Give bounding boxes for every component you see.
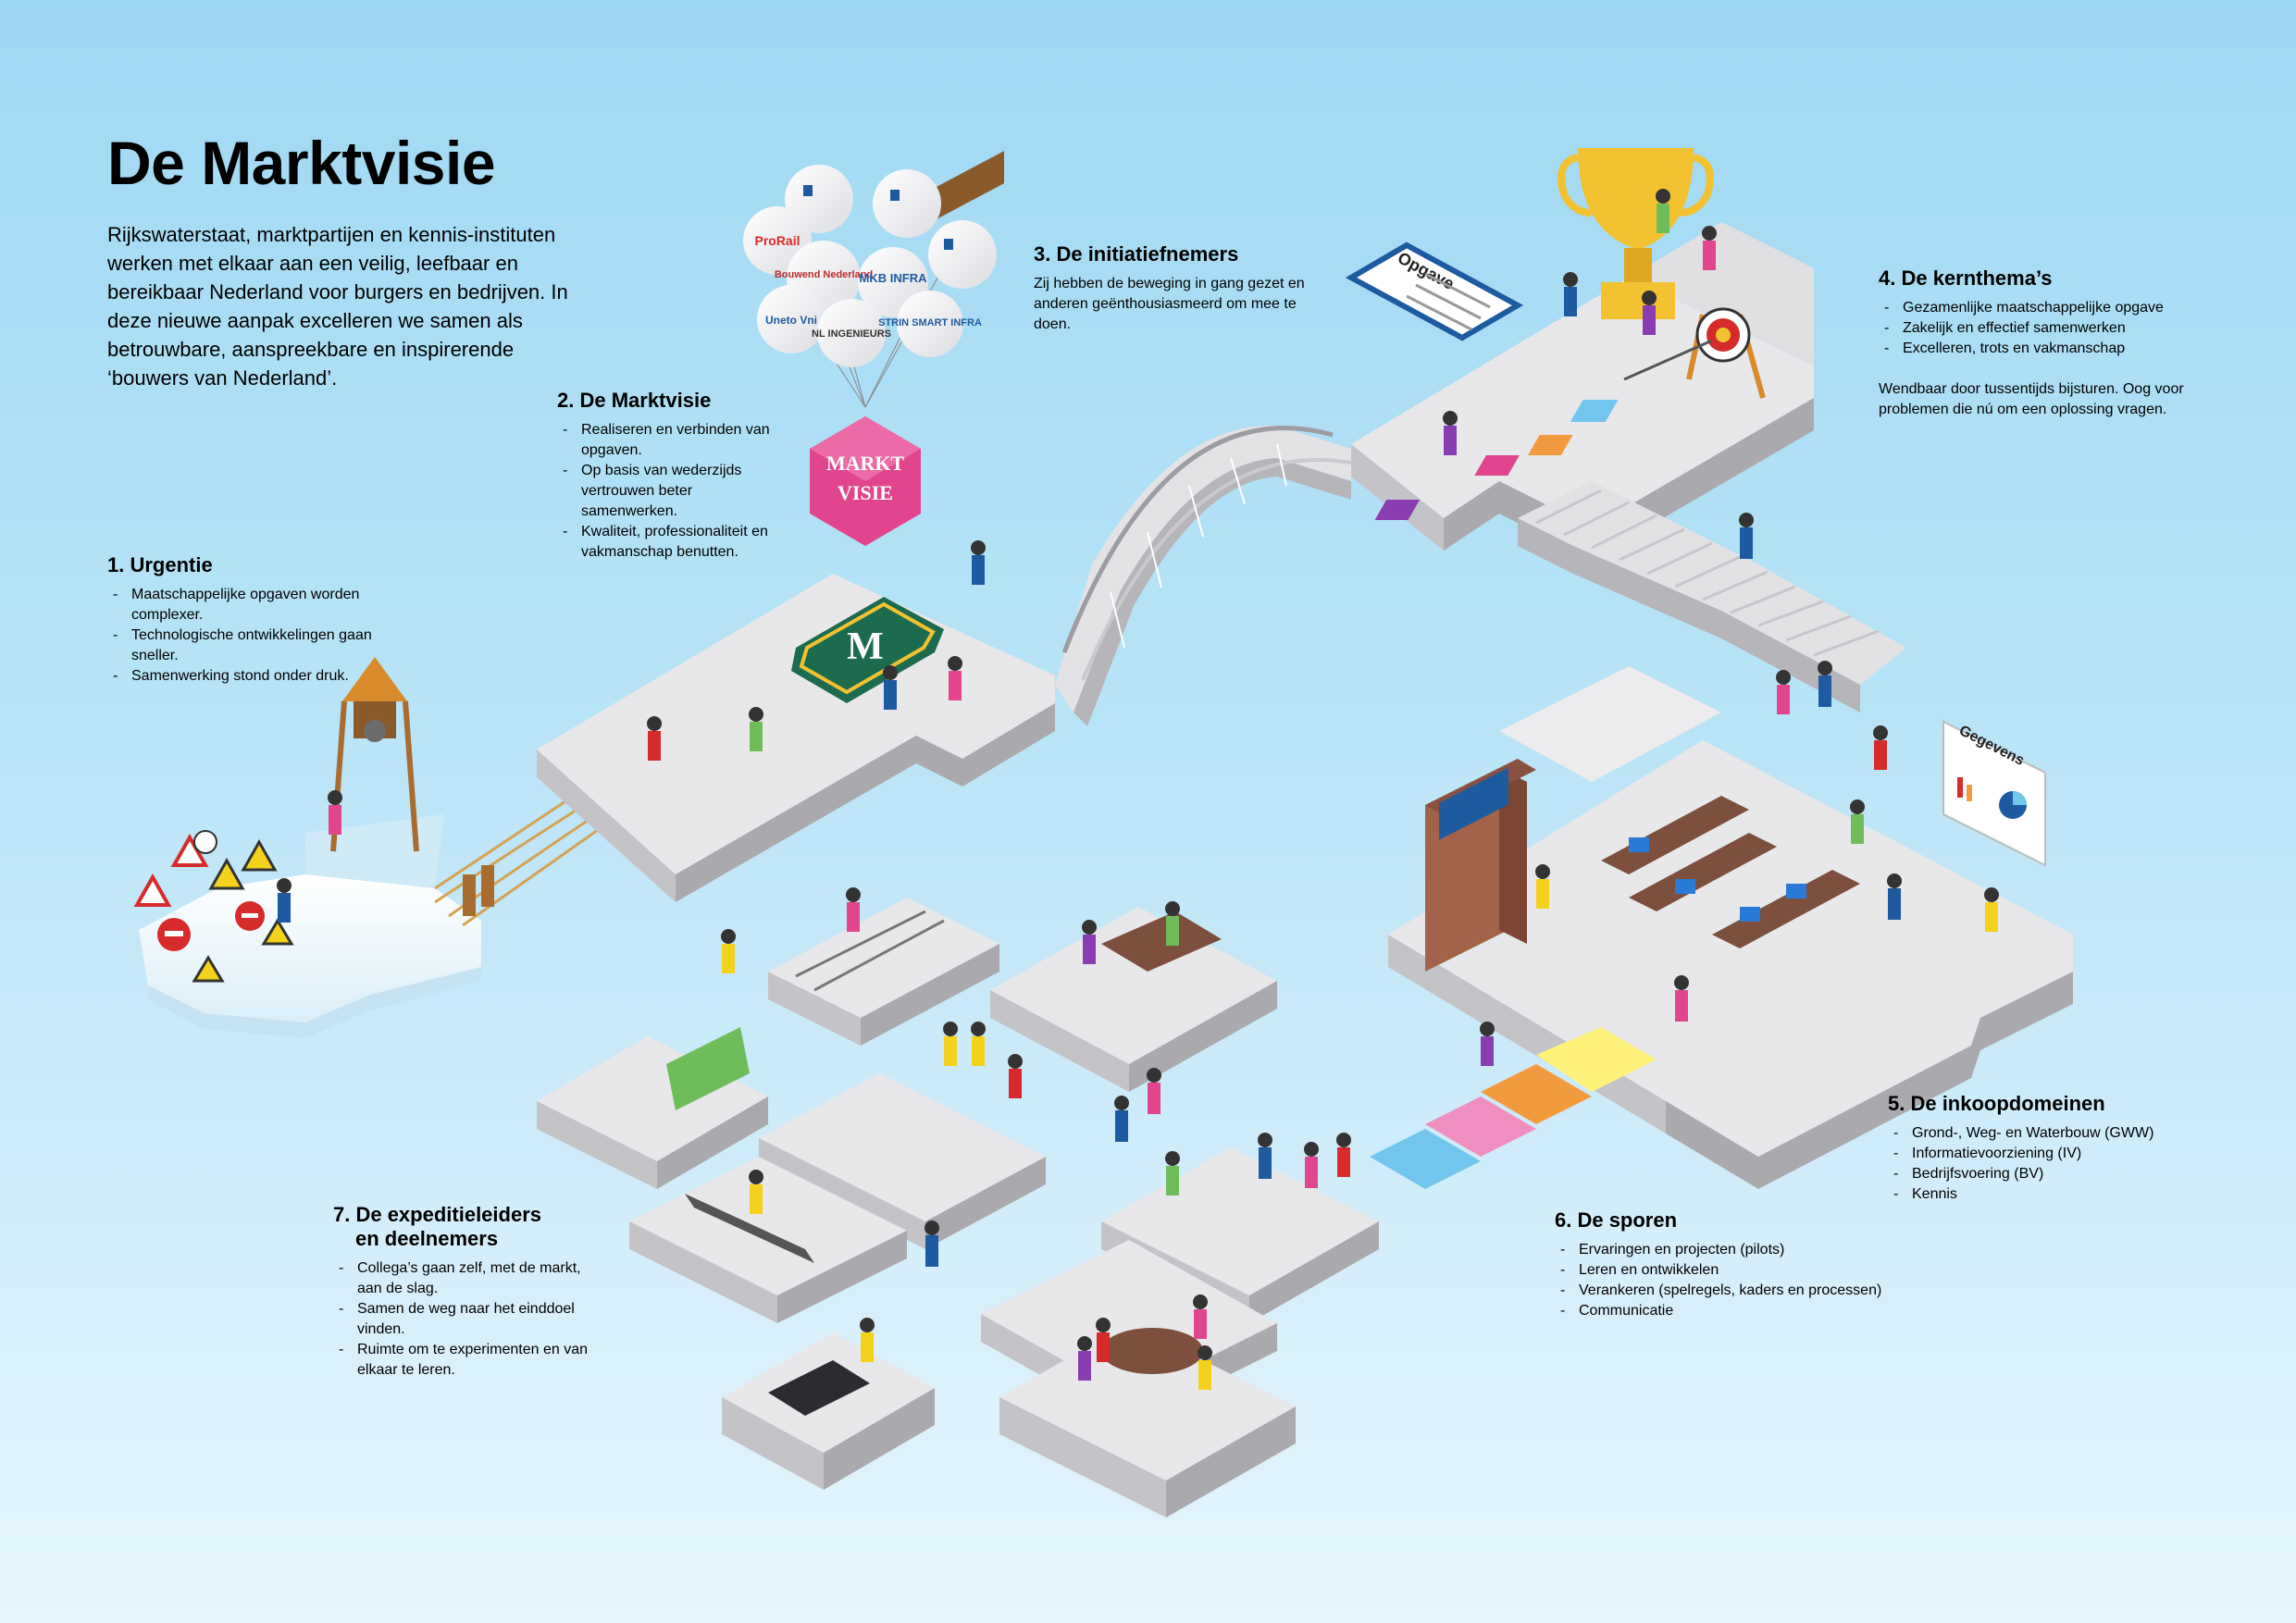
section-marktvisie: 2. De Marktvisie Realiseren en verbinden… (557, 389, 779, 563)
floor-logo: M (847, 626, 884, 668)
balloon-logo: Uneto Vni (765, 314, 817, 327)
list-item: Bedrijfsvoering (BV) (1888, 1164, 2240, 1184)
list-item: Gezamenlijke maatschappelijke opgave (1879, 298, 2230, 318)
marktvisie-hexagon: MARKT VISIE (810, 416, 921, 546)
lower-platforms (537, 898, 1379, 1518)
colored-steps (1370, 1027, 1657, 1189)
list-item: Maatschappelijke opgaven worden complexe… (107, 585, 385, 626)
hexagon-label-line2: VISIE (838, 481, 893, 504)
page-title: De Marktvisie (107, 129, 496, 197)
bookcase (1425, 759, 1536, 972)
balloon-logo: ProRail (754, 233, 800, 248)
list-item: Collega’s gaan zelf, met de markt, aan d… (333, 1258, 602, 1299)
section-inkoopdomeinen: 5. De inkoopdomeinen Grond-, Weg- en Wat… (1888, 1092, 2240, 1205)
section-title: 2. De Marktvisie (557, 389, 712, 412)
platform-marktvisie: M (537, 151, 1055, 902)
balloon-logo: STRIN SMART INFRA (878, 317, 982, 328)
section-title: 7. De expeditieleiders (333, 1203, 541, 1226)
logo-balloons: ProRail Bouwend Nederland MKB INFRA Unet… (743, 165, 997, 408)
section-initiatiefnemers: 3. De initiatiefnemers Zij hebben de bew… (1034, 242, 1330, 335)
list-item: Samenwerking stond onder druk. (107, 666, 385, 687)
list-item: Op basis van wederzijds vertrouwen beter… (557, 461, 779, 522)
list-item: Ervaringen en projecten (pilots) (1555, 1240, 1943, 1260)
desks (1601, 796, 1860, 948)
warning-signs (133, 830, 294, 983)
gegevens-board: Gegevens (1942, 720, 2046, 867)
people (277, 189, 1999, 1390)
list-item: Leren en ontwikkelen (1555, 1260, 1943, 1281)
opgave-document: Opgave (1345, 242, 1524, 341)
list-item: Kennis (1888, 1184, 2240, 1205)
list-item: Communicatie (1555, 1301, 1943, 1321)
list-item: Grond-, Weg- en Waterbouw (GWW) (1888, 1123, 2240, 1144)
list-item: Verankeren (spelregels, kaders en proces… (1555, 1281, 1943, 1301)
intro-paragraph: Rijkswaterstaat, marktpartijen en kennis… (107, 223, 568, 390)
section-title: 6. De sporen (1555, 1208, 1678, 1232)
section-sporen: 6. De sporen Ervaringen en projecten (pi… (1555, 1208, 1943, 1321)
target-icon (1623, 307, 1766, 399)
section-kernthemas: 4. De kernthema’s Gezamenlijke maatschap… (1879, 266, 2230, 420)
section-text: Zij hebben de beweging in gang gezet en … (1034, 276, 1305, 332)
section-title: 5. De inkoopdomeinen (1888, 1092, 2105, 1115)
section-expeditieleiders: 7. De expeditieleiders en deelnemers Col… (333, 1203, 602, 1381)
list-item: Realiseren en verbinden van opgaven. (557, 420, 779, 461)
balloon-logo: Bouwend Nederland (775, 269, 873, 280)
list-item: Ruimte om te experimenten en van elkaar … (333, 1340, 602, 1381)
list-item: Zakelijk en effectief samenwerken (1879, 318, 2230, 339)
list-item: Informatievoorziening (IV) (1888, 1144, 2240, 1164)
list-item: Excelleren, trots en vakmanschap (1879, 339, 2230, 359)
section-text: Wendbaar door tussentijds bijsturen. Oog… (1879, 381, 2184, 417)
hexagon-label-line1: MARKT (826, 452, 905, 475)
list-item: Kwaliteit, professionaliteit en vakmansc… (557, 522, 779, 563)
puzzle-pieces (1374, 400, 1619, 520)
balloon-logo: NL INGENIEURS (812, 328, 891, 340)
section-title-line2: en deelnemers (355, 1227, 499, 1250)
section-title: 3. De initiatiefnemers (1034, 242, 1239, 266)
list-item: Technologische ontwikkelingen gaan snell… (107, 626, 385, 666)
staircase (1499, 481, 1906, 782)
list-item: Samen de weg naar het einddoel vinden. (333, 1299, 602, 1340)
section-title: 1. Urgentie (107, 553, 213, 576)
section-urgentie: 1. Urgentie Maatschappelijke opgaven wor… (107, 553, 385, 687)
balloon-logo: MKB INFRA (860, 271, 928, 285)
section-title: 4. De kernthema’s (1879, 266, 2053, 290)
arch-bridge (1055, 425, 1352, 726)
